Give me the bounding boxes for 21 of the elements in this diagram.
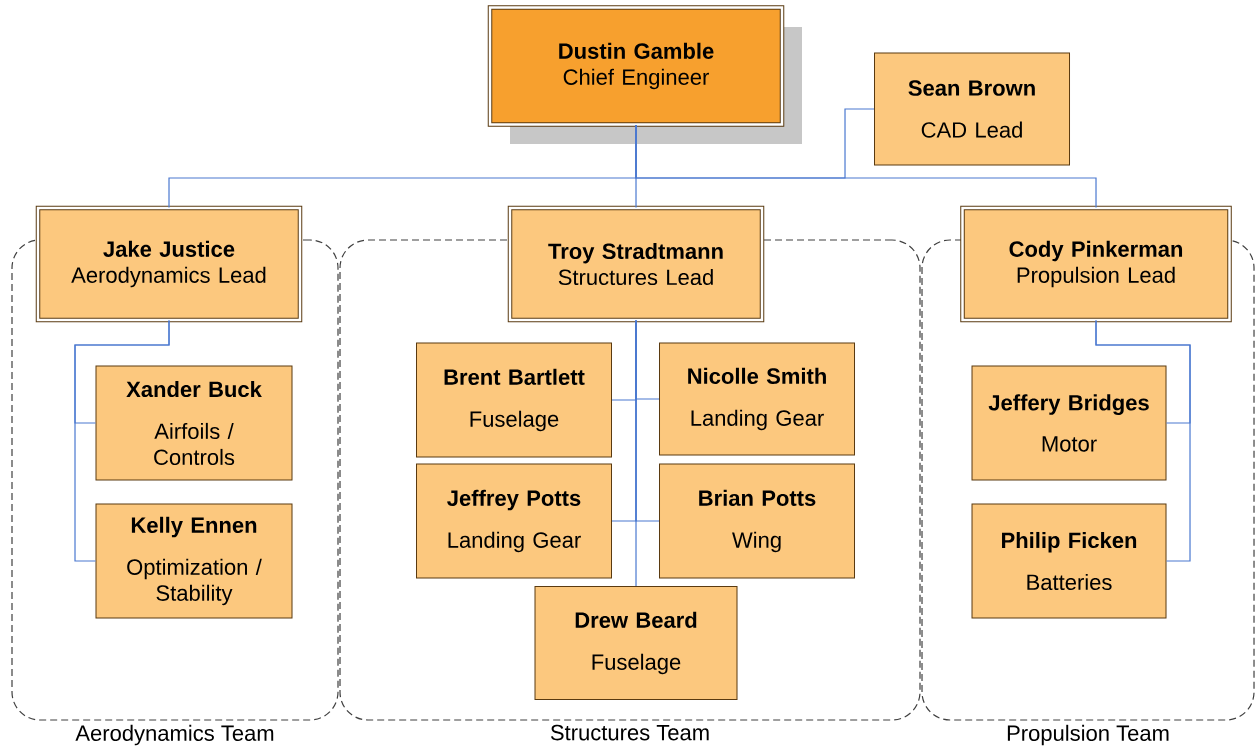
person-box: Jeffrey Potts Landing Gear (416, 463, 612, 579)
person-box: Xander Buck Airfoils / Controls (95, 365, 293, 481)
node-label: Propulsion Team (1007, 724, 1169, 746)
person-box: Sean Brown CAD Lead (874, 52, 1070, 166)
person-box: Brent Bartlett Fuselage (416, 342, 612, 458)
person-box: Cody Pinkerman Propulsion Lead (960, 205, 1232, 323)
person-box: Jake Justice Aerodynamics Lead (35, 205, 303, 323)
person-box: Philip Ficken Batteries (971, 503, 1167, 619)
person-box: Nicolle Smith Landing Gear (659, 342, 855, 456)
connector-line (74, 319, 170, 562)
person-box: Troy Stradtmann Structures Lead (507, 205, 765, 323)
person-box: Drew Beard Fuselage (534, 586, 738, 700)
person-box: Dustin Gamble Chief Engineer (487, 5, 785, 127)
node-label: Structures Team (550, 724, 709, 741)
person-box: Kelly Ennen Optimization / Stability (95, 503, 293, 619)
connector-line (1095, 319, 1191, 562)
node-label: Aerodynamics Team (75, 724, 274, 746)
connector-line (635, 319, 637, 587)
person-box: Jeffery Bridges Motor (971, 365, 1167, 481)
connector-line (635, 124, 1097, 209)
person-box: Brian Potts Wing (659, 463, 855, 579)
